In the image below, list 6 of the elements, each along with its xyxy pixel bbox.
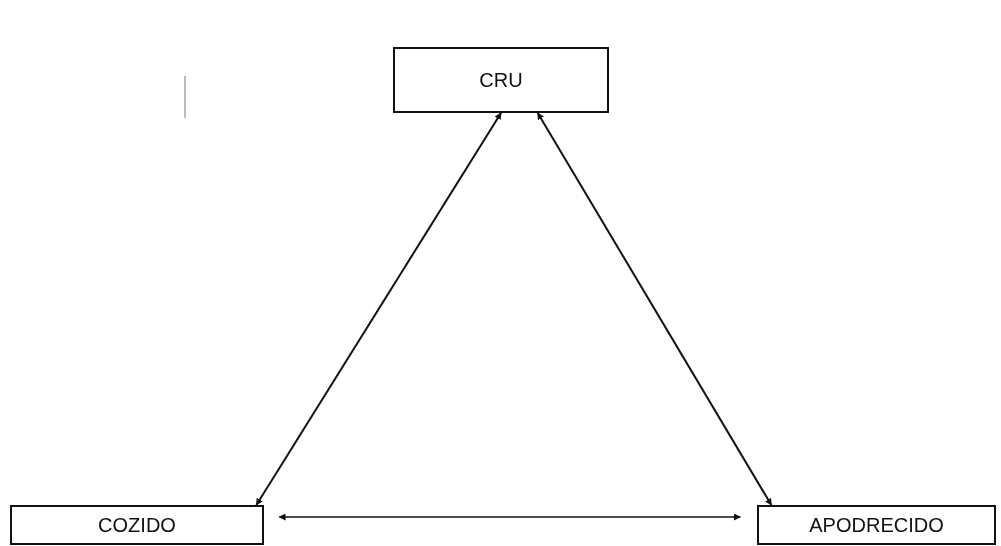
label-box: APODRECIDO [757, 505, 996, 545]
double-arrow [255, 112, 502, 506]
label-box: CRU [393, 47, 609, 113]
double-arrow [278, 513, 741, 521]
double-arrow [536, 112, 773, 506]
label-box: COZIDO [10, 505, 264, 545]
